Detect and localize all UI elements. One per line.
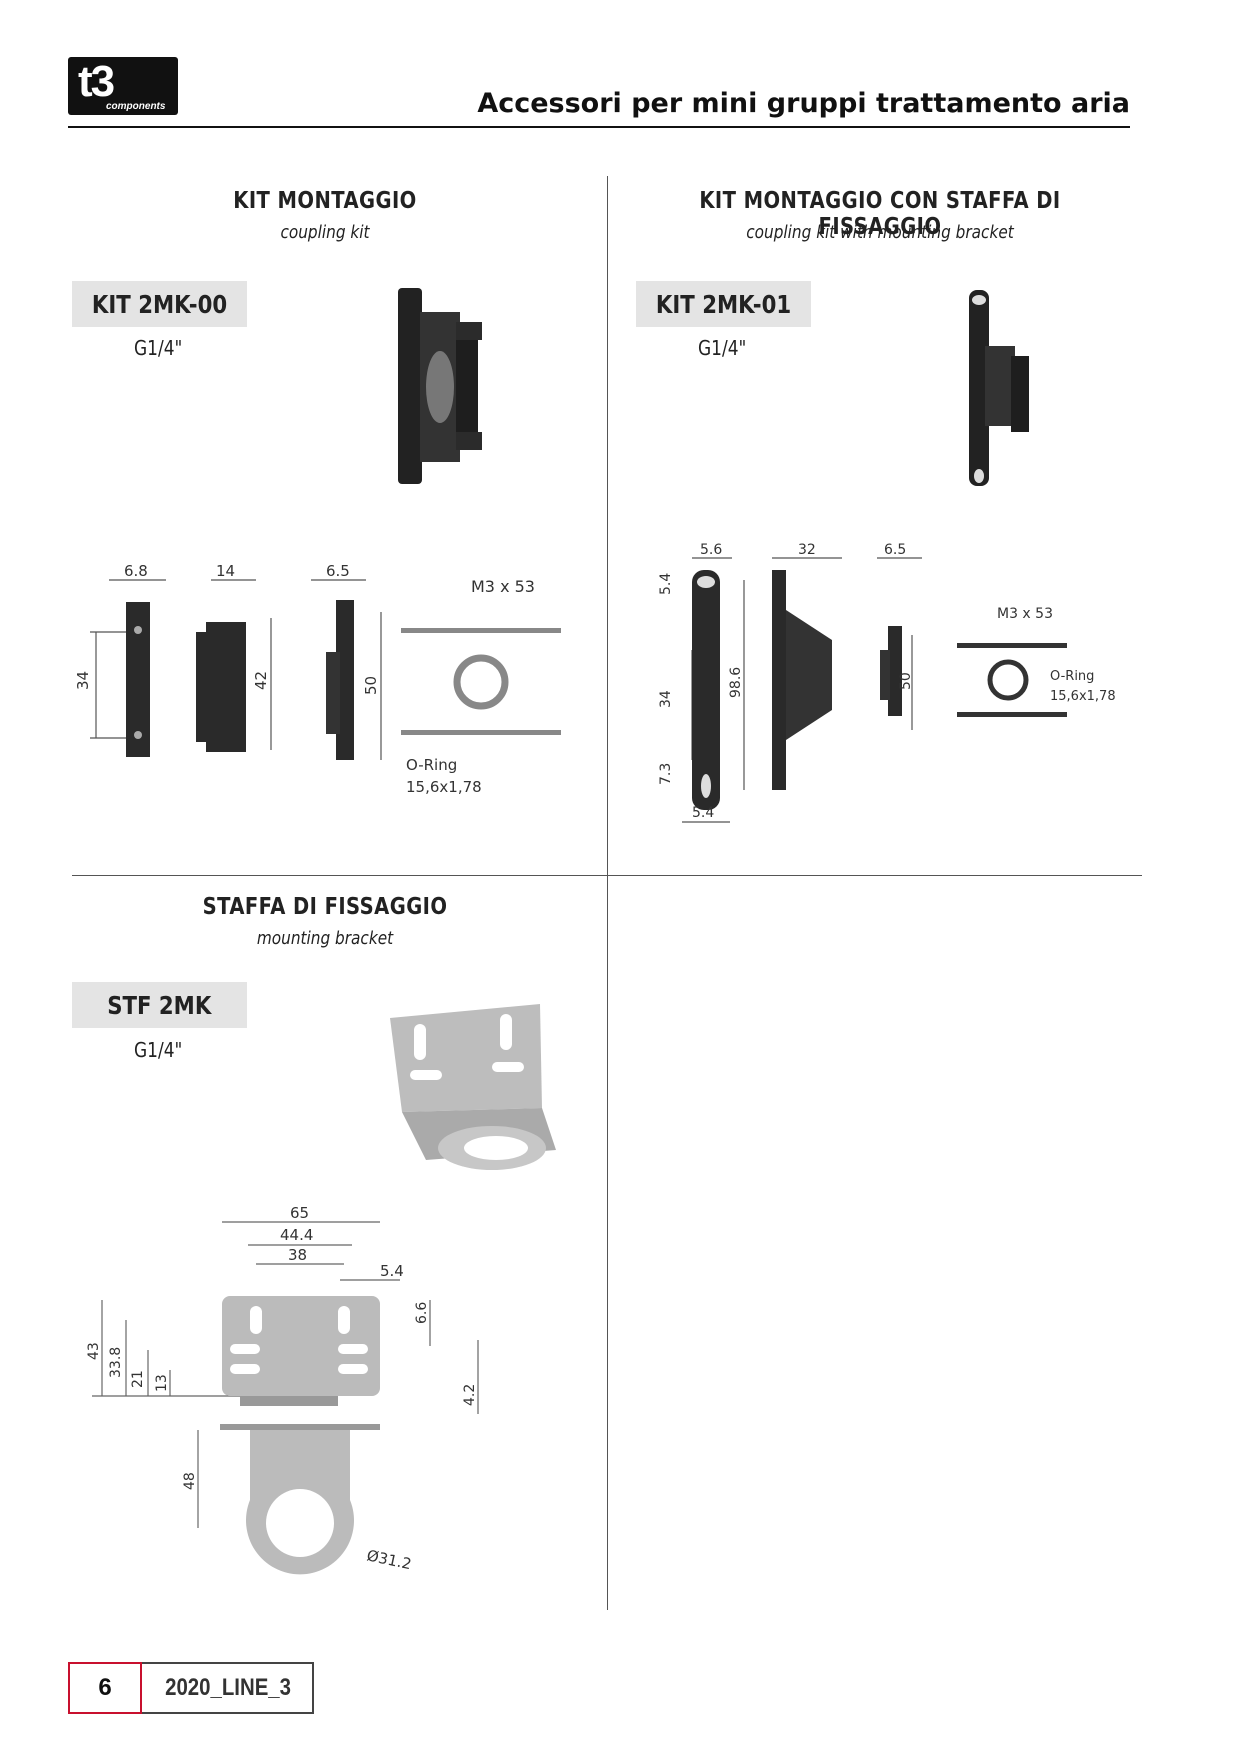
product-code-box: KIT 2MK-01 (636, 281, 811, 327)
dim-label: 34 (76, 671, 92, 690)
dim-label: 6.6 (414, 1302, 430, 1324)
dim-label: 14 (216, 562, 235, 580)
t3-components-logo: t3 components (68, 57, 178, 115)
dim-label: 43 (86, 1342, 102, 1360)
section-title-staffa: STAFFA DI FISSAGGIO (202, 894, 448, 920)
dim-label: 5.4 (692, 805, 714, 821)
header-divider (68, 126, 1130, 128)
screw-label: M3 x 53 (997, 606, 1053, 622)
dim-label: 33.8 (108, 1347, 124, 1378)
dim-label: 5.6 (700, 542, 722, 558)
thread-size: G1/4" (698, 336, 747, 360)
section-subtitle-coupling-kit-bracket: coupling kit with mounting bracket (746, 222, 1014, 243)
product-code: KIT 2MK-01 (655, 289, 792, 319)
coupling-kit-bracket-photo (969, 290, 1029, 486)
dim-label: 5.4 (380, 1262, 404, 1280)
coupling-kit-photo (398, 288, 482, 484)
logo-subtext: components (106, 101, 166, 112)
oring-size-label: 15,6x1,78 (1050, 689, 1116, 704)
oring-size-label: 15,6x1,78 (406, 778, 482, 796)
dim-label: 44.4 (280, 1226, 313, 1244)
dim-label: 50 (898, 672, 914, 690)
dim-label: 7.3 (658, 763, 674, 785)
mounting-bracket-photo (390, 1004, 556, 1170)
dim-label: 38 (288, 1246, 307, 1264)
dim-label: 32 (798, 542, 816, 558)
dim-label: 6.5 (326, 562, 350, 580)
mounting-bracket-drawing: 65 44.4 38 5.4 43 33.8 21 13 6.6 4.2 48 … (86, 1204, 479, 1575)
catalog-name: 2020_LINE_3 (165, 1674, 291, 1701)
row-divider (72, 875, 1142, 876)
catalog-name-box: 2020_LINE_3 (142, 1662, 314, 1714)
dim-label: 6.5 (884, 542, 906, 558)
coupling-kit-bracket-drawing: 5.6 32 6.5 5.4 34 98.6 7.3 5.4 50 M3 x 5… (658, 542, 1116, 823)
page-number: 6 (68, 1662, 142, 1714)
product-code: KIT 2MK-00 (91, 289, 228, 319)
column-divider (607, 176, 608, 1610)
dim-label: 13 (154, 1374, 170, 1392)
screw-label: M3 x 53 (471, 577, 535, 596)
dim-label: 5.4 (658, 573, 674, 595)
product-code-box: KIT 2MK-00 (72, 281, 247, 327)
product-code-box: STF 2MK (72, 982, 247, 1028)
page-title: Accessori per mini gruppi trattamento ar… (477, 88, 1130, 119)
oring-label: O-Ring (1050, 669, 1094, 684)
coupling-kit-drawing: 6.8 14 6.5 34 42 50 M3 x 53 O-Ring 15,6x… (76, 562, 561, 796)
section-title-kit-montaggio-staffa: KIT MONTAGGIO CON STAFFA DI FISSAGGIO (699, 188, 1061, 240)
diameter-label: Ø31.2 (365, 1546, 413, 1573)
section-subtitle-mounting-bracket: mounting bracket (256, 928, 394, 949)
section-title-kit-montaggio: KIT MONTAGGIO (233, 188, 417, 214)
thread-size: G1/4" (134, 1038, 183, 1062)
thread-size: G1/4" (134, 336, 183, 360)
dim-label: 4.2 (462, 1384, 478, 1406)
section-subtitle-coupling-kit: coupling kit (280, 222, 370, 243)
dim-label: 6.8 (124, 562, 148, 580)
logo-mark: t3 (78, 57, 115, 106)
dim-label: 42 (252, 671, 270, 690)
oring-label: O-Ring (406, 756, 457, 774)
dim-label: 34 (658, 690, 674, 708)
dim-label: 48 (182, 1472, 198, 1490)
dim-label: 98.6 (728, 667, 744, 698)
dim-label: 21 (130, 1370, 146, 1388)
product-code: STF 2MK (107, 990, 212, 1020)
dim-label: 50 (362, 676, 380, 695)
dim-label: 65 (290, 1204, 309, 1222)
